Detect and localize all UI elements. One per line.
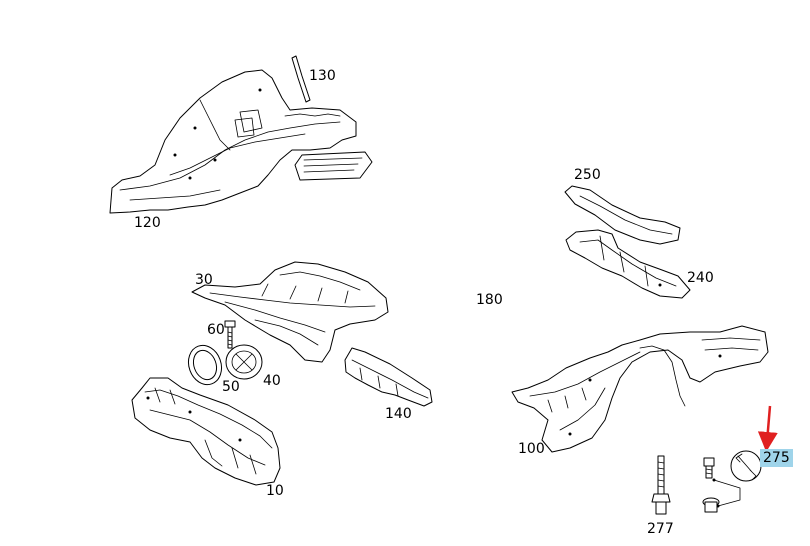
part-120-drawing[interactable]: [109, 69, 373, 214]
label-120[interactable]: 120: [134, 215, 161, 231]
part-277-drawing[interactable]: [651, 455, 671, 515]
part-250-drawing[interactable]: [564, 185, 681, 245]
part-100-drawing[interactable]: [511, 325, 769, 453]
callout-arrow: [757, 405, 778, 452]
label-277[interactable]: 277: [647, 521, 674, 537]
part-240-drawing[interactable]: [565, 229, 691, 299]
part-40-drawing[interactable]: [225, 344, 263, 380]
label-275-highlighted[interactable]: 275: [760, 449, 793, 467]
label-30[interactable]: 30: [195, 272, 213, 288]
part-60-drawing[interactable]: [224, 320, 236, 349]
label-100[interactable]: 100: [518, 441, 545, 457]
label-40[interactable]: 40: [263, 373, 281, 389]
part-30-drawing[interactable]: [191, 261, 389, 363]
part-275-drawing[interactable]: [702, 457, 741, 513]
label-130[interactable]: 130: [309, 68, 336, 84]
label-240[interactable]: 240: [687, 270, 714, 286]
label-60[interactable]: 60: [207, 322, 225, 338]
part-10-drawing[interactable]: [131, 377, 281, 486]
label-50[interactable]: 50: [222, 379, 240, 395]
label-180[interactable]: 180: [476, 292, 503, 308]
label-250[interactable]: 250: [574, 167, 601, 183]
part-140-drawing[interactable]: [344, 347, 433, 407]
label-10[interactable]: 10: [266, 483, 284, 499]
label-140[interactable]: 140: [385, 406, 412, 422]
wrench-icon: [730, 450, 762, 482]
part-50-drawing[interactable]: [183, 341, 227, 390]
part-130-drawing[interactable]: [291, 55, 311, 103]
